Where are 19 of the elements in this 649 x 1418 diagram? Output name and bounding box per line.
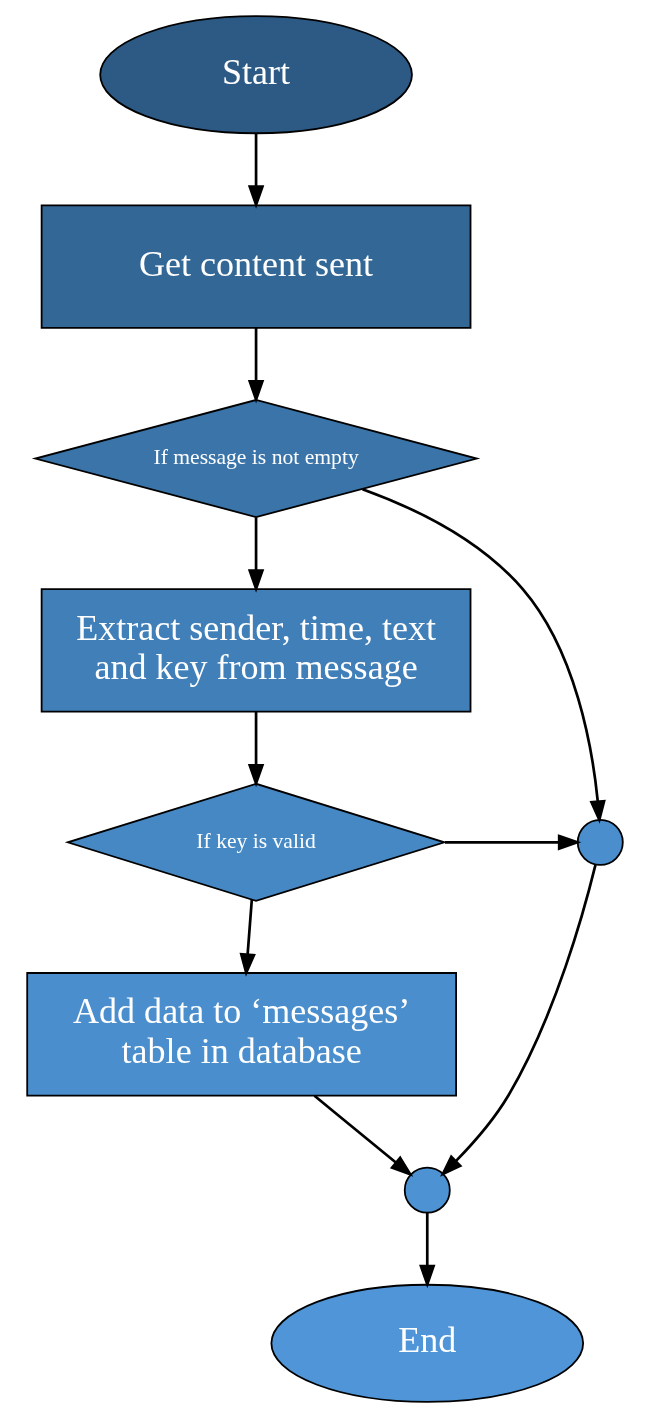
arrow (444, 834, 581, 851)
arrow (361, 487, 606, 824)
node-box: Add data to ‘messages’ table in database (25, 972, 457, 1097)
node-box: Extract sender, time, text and key from message (40, 588, 471, 713)
arrow (247, 327, 264, 404)
arrow (418, 1212, 435, 1289)
arrow (313, 1094, 413, 1177)
node-circle (576, 818, 624, 866)
node-diamond: If key is valid (64, 782, 447, 902)
node-ellipse: Start (98, 15, 413, 135)
arrow (247, 517, 264, 593)
arrow (439, 864, 597, 1177)
node-ellipse: End (270, 1283, 584, 1403)
node-box: Get content sent (40, 204, 471, 329)
arrow (247, 133, 264, 209)
node-diamond: If message is not empty (31, 399, 480, 518)
arrow (239, 899, 256, 977)
node-circle (403, 1166, 451, 1214)
arrow (247, 711, 264, 788)
